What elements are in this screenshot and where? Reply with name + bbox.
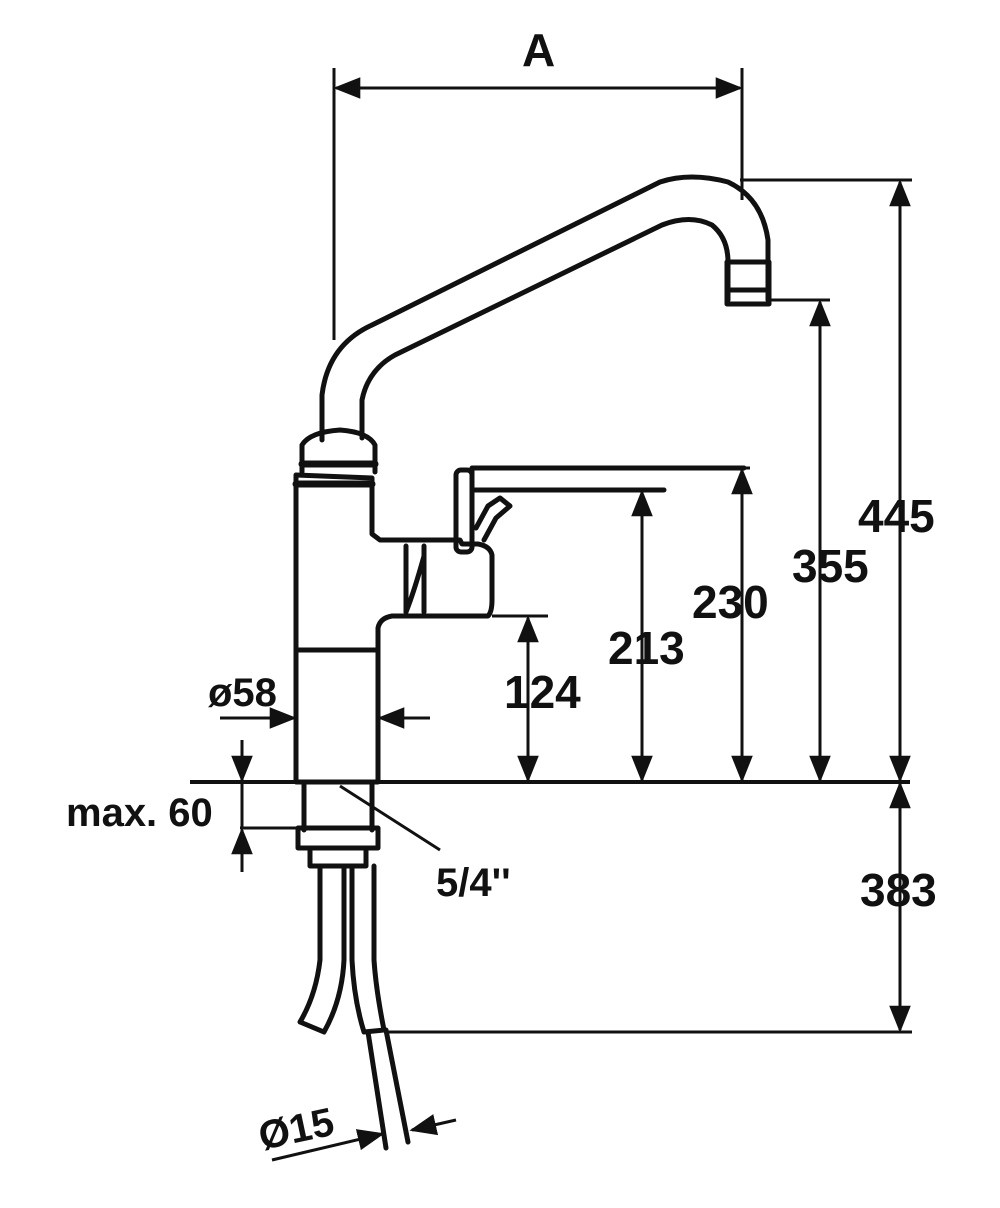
label-124: 124 xyxy=(504,666,581,718)
hose-right xyxy=(349,863,387,1035)
spout-tube-inner xyxy=(359,217,731,441)
lock-nut xyxy=(295,825,381,851)
label-thread: 5/4'' xyxy=(436,861,511,905)
label-max-60: max. 60 xyxy=(66,791,213,835)
label-230: 230 xyxy=(692,576,769,628)
lever-head xyxy=(453,467,475,555)
spout-tube xyxy=(319,174,771,443)
thread-leader xyxy=(339,784,441,852)
aerator xyxy=(724,259,772,307)
label-15: Ø15 xyxy=(255,1100,338,1159)
label-A: A xyxy=(522,24,555,76)
dim-15-right xyxy=(409,1114,457,1136)
label-213: 213 xyxy=(608,622,685,674)
dimension-labels: A 445 355 230 213 124 ø58 max. 60 5/4'' … xyxy=(66,24,937,1159)
label-355: 355 xyxy=(792,540,869,592)
lever-arm xyxy=(469,465,747,481)
dim-15-leader xyxy=(271,1129,385,1162)
faucet-outline xyxy=(292,174,772,1151)
dimension-lines xyxy=(220,77,911,1162)
label-58: ø58 xyxy=(208,671,277,715)
hose-tail xyxy=(365,1027,411,1151)
label-445: 445 xyxy=(858,490,935,542)
label-383: 383 xyxy=(860,864,937,916)
swivel-collar xyxy=(299,427,378,475)
faucet-body xyxy=(293,472,495,785)
hose-left xyxy=(297,863,347,1035)
shank xyxy=(301,781,375,833)
